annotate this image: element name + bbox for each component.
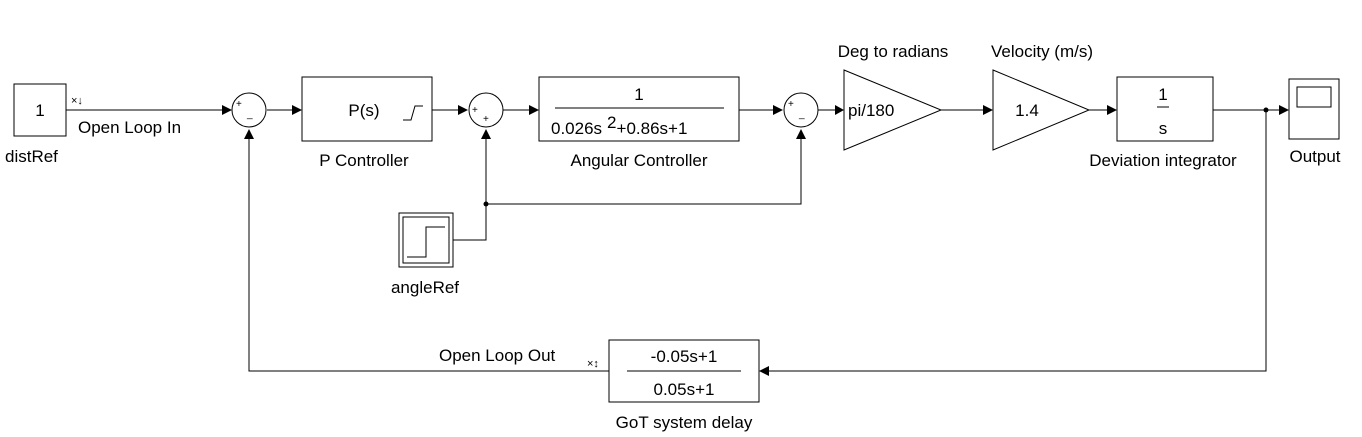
p-controller-content: P(s): [348, 101, 379, 120]
arrowhead: [244, 129, 254, 139]
sum3[interactable]: [783, 92, 819, 128]
arrowhead: [759, 366, 769, 376]
got-delay-label: GoT system delay: [616, 413, 753, 432]
arrowhead: [983, 105, 993, 115]
deg-to-rad-content: pi/180: [848, 101, 894, 120]
sum2-plus-top: +: [472, 105, 478, 116]
output-label: Output: [1289, 147, 1340, 166]
saturation-icon: [403, 105, 423, 121]
got-delay-denominator: 0.05s+1: [654, 380, 715, 399]
angular-denominator: 0.026s 2+0.86s+1: [551, 113, 687, 138]
wire-angleref: [453, 139, 487, 241]
velocity-content: 1.4: [1015, 101, 1039, 120]
arrowhead: [835, 105, 844, 115]
sum3-plus: +: [788, 99, 794, 110]
integrator-numerator: 1: [1158, 85, 1167, 104]
arrowhead: [458, 105, 468, 115]
arrowhead: [1107, 105, 1117, 115]
arrowhead: [529, 105, 539, 115]
integrator-denominator: s: [1159, 119, 1168, 138]
velocity-gain[interactable]: [992, 69, 1091, 151]
arrowhead: [1279, 105, 1289, 115]
wire-delay-to-sum1: [248, 139, 609, 372]
sum1[interactable]: [231, 92, 267, 128]
wire-feedback-to-delay: [769, 110, 1267, 372]
linearization-output-marker: ×↕: [587, 358, 599, 370]
p-controller-label: P Controller: [319, 151, 409, 170]
open-loop-out-label: Open Loop Out: [439, 346, 556, 365]
sum3-minus: _: [798, 109, 805, 120]
angular-controller-label: Angular Controller: [570, 151, 707, 170]
sum1-minus: _: [246, 109, 253, 120]
p-controller-block[interactable]: [301, 76, 433, 142]
angleref-label: angleRef: [391, 278, 459, 297]
linearization-input-marker: ×↓: [71, 95, 83, 107]
arrowhead: [773, 105, 783, 115]
arrowhead: [292, 105, 302, 115]
integrator-label: Deviation integrator: [1089, 151, 1237, 170]
velocity-label: Velocity (m/s): [991, 42, 1093, 61]
distref-label: distRef: [5, 147, 58, 166]
open-loop-in-label: Open Loop In: [78, 118, 181, 137]
arrowhead: [796, 129, 806, 139]
arrowhead: [481, 129, 491, 139]
arrowhead: [222, 105, 232, 115]
angular-denominator-exp: 2: [607, 113, 616, 132]
distref-value: 1: [35, 101, 44, 120]
branch-point: [483, 201, 489, 207]
sum1-plus: +: [236, 99, 242, 110]
got-delay-numerator: -0.05s+1: [651, 347, 718, 366]
sum2-plus-bottom: +: [483, 114, 489, 125]
sum2[interactable]: [468, 92, 504, 128]
step-icon: [407, 226, 445, 258]
angular-denominator-part2: +0.86s+1: [617, 119, 688, 138]
deg-to-rad-gain[interactable]: [843, 69, 943, 151]
angular-denominator-part1: 0.026s: [551, 119, 602, 138]
integrator-block[interactable]: [1116, 76, 1214, 142]
deg-to-rad-label: Deg to radians: [838, 42, 949, 61]
distref-block[interactable]: [13, 83, 67, 137]
wire-angleref-to-sum3: [486, 139, 802, 205]
scope-screen-icon: [1296, 86, 1332, 108]
angular-numerator: 1: [634, 85, 643, 104]
angular-controller-block[interactable]: [538, 76, 740, 142]
